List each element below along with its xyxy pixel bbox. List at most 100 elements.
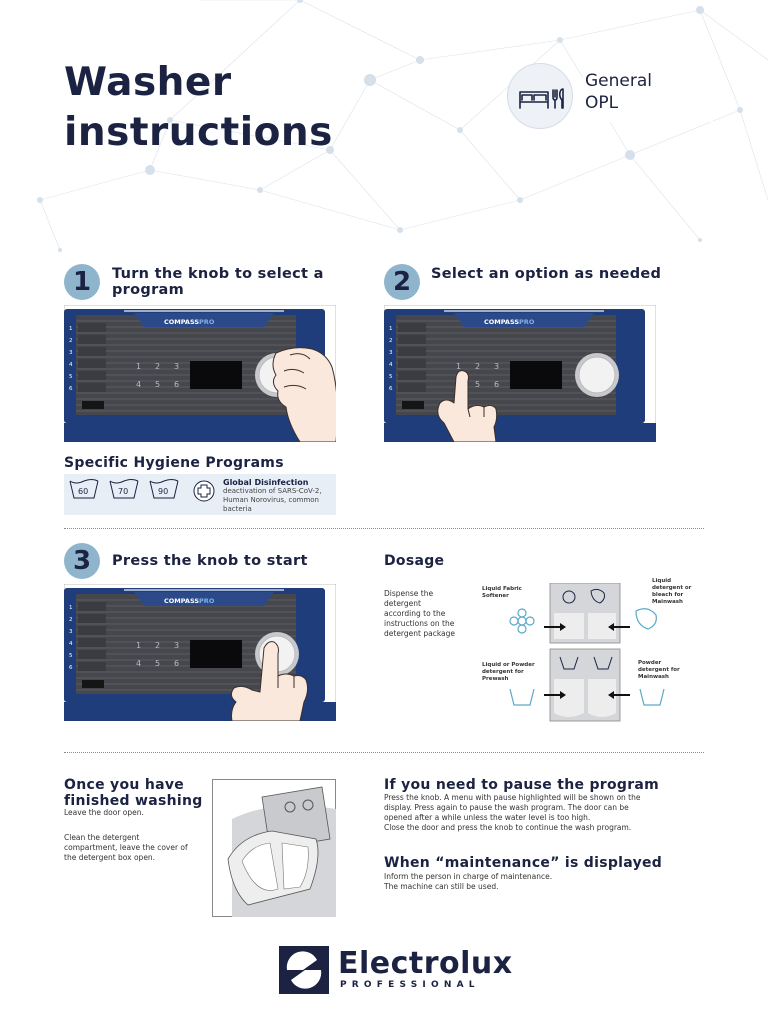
- temp-70: 70: [118, 487, 128, 496]
- step-2-machine-panel: COMPASSPRO 1 2 3 4 5 6 1 2 3 4 5 6: [383, 304, 657, 446]
- prewash-tub-blue-icon: [509, 688, 535, 706]
- panel-brand: COMPASSPRO: [164, 597, 215, 605]
- pause-line: Press the knob. A menu with pause highli…: [384, 793, 641, 802]
- panel-brand: COMPASSPRO: [484, 318, 535, 326]
- step-2-title-line1: Select an option as needed: [431, 266, 662, 282]
- panel-display: [190, 361, 242, 389]
- detergent-compartment-diagram: [509, 583, 665, 722]
- wash-tub-70-icon: [109, 479, 139, 499]
- step-1-number: 1: [64, 264, 100, 300]
- panel-key: 1: [456, 362, 461, 371]
- page-title-line1: Washer: [64, 60, 232, 105]
- label-bleach-mainwash: Liquid detergent or bleach for Mainwash: [652, 578, 692, 605]
- step-2-title: Select an option as needed: [431, 266, 691, 282]
- panel-row-label: 1: [69, 326, 73, 332]
- mainwash-tub-icon: [593, 656, 613, 670]
- bleach-bottle-icon: [590, 588, 605, 604]
- hygiene-section-title: Specific Hygiene Programs: [64, 455, 284, 471]
- mainwash-tub-blue-icon: [639, 688, 665, 706]
- maintenance-line: Inform the person in charge of maintenan…: [384, 872, 553, 881]
- pause-line: display. Press again to pause the wash p…: [384, 803, 629, 812]
- finished-text1: Leave the door open.: [64, 808, 144, 817]
- panel-key: 3: [174, 362, 179, 371]
- panel-key: 4: [136, 659, 141, 668]
- panel-key: 6: [174, 659, 179, 668]
- panel-row-label: 3: [389, 350, 393, 356]
- maintenance-text: Inform the person in charge of maintenan…: [384, 872, 684, 892]
- panel-key: 5: [155, 659, 160, 668]
- finished-title-line1: Once you have: [64, 777, 185, 793]
- temperature-symbols: 60 70 90: [69, 479, 179, 499]
- panel-key: 3: [494, 362, 499, 371]
- panel-row-label: 2: [69, 338, 73, 344]
- temp-60: 60: [78, 487, 88, 496]
- panel-key: 4: [136, 380, 141, 389]
- panel-key: 5: [155, 380, 160, 389]
- bed-and-utensils-icon: [519, 88, 564, 109]
- brand-name: Electrolux: [338, 946, 513, 981]
- dosage-title: Dosage: [384, 553, 445, 569]
- background-network-pattern: [37, 0, 768, 252]
- panel-row-label: 2: [69, 617, 73, 623]
- panel-key: 5: [475, 380, 480, 389]
- panel-row-label: 6: [69, 665, 73, 671]
- panel-row-label: 3: [69, 350, 73, 356]
- panel-key: 2: [475, 362, 480, 371]
- panel-row-label: 5: [69, 653, 73, 659]
- panel-brand: COMPASSPRO: [164, 318, 215, 326]
- panel-row-label: 4: [389, 362, 393, 368]
- section-divider: [64, 752, 704, 753]
- panel-key: 2: [155, 362, 160, 371]
- finished-title: Once you have finished washing: [64, 777, 204, 809]
- panel-key: 3: [174, 641, 179, 650]
- panel-row-label: 5: [69, 374, 73, 380]
- panel-row-label: 6: [69, 386, 73, 392]
- label-prewash: Liquid or Powder detergent for Prewash: [482, 662, 535, 682]
- pause-line: opened after a while unless the water le…: [384, 813, 591, 822]
- panel-key: 6: [174, 380, 179, 389]
- badge-line2: OPL: [585, 93, 619, 113]
- fabric-softener-icon: [509, 608, 535, 634]
- flower-softener-icon: [562, 590, 576, 604]
- panel-row-label: 5: [389, 374, 393, 380]
- brand-subtitle: PROFESSIONAL: [340, 980, 480, 990]
- panel-row-label: 4: [69, 641, 73, 647]
- electrolux-logo-icon: [279, 946, 329, 994]
- panel-key: 6: [494, 380, 499, 389]
- panel-key: 1: [136, 362, 141, 371]
- program-knob[interactable]: [575, 353, 619, 397]
- step-3-title-line1: Press the knob to start: [112, 553, 308, 569]
- panel-row-label: 2: [389, 338, 393, 344]
- pause-line: Close the door and press the knob to con…: [384, 823, 632, 832]
- wash-tub-90-icon: [149, 479, 179, 499]
- dosage-description: Dispense the detergent according to the …: [384, 589, 455, 638]
- step-2-number: 2: [384, 264, 420, 300]
- label-fabric-softener: Liquid Fabric Softener: [482, 586, 522, 599]
- step-1-title: Turn the knob to select a program: [112, 266, 342, 298]
- panel-row-label: 3: [69, 629, 73, 635]
- maintenance-title: When “maintenance” is displayed: [384, 855, 663, 871]
- disinfection-title: Global Disinfection: [223, 478, 309, 487]
- pause-title: If you need to pause the program: [384, 777, 660, 793]
- hand-pressing-knob-icon: [230, 641, 309, 721]
- finished-text2: Clean the detergent compartment, leave t…: [64, 833, 188, 862]
- panel-row-label: 1: [69, 605, 73, 611]
- panel-display: [510, 361, 562, 389]
- category-badge-label: General OPL: [583, 70, 713, 122]
- panel-row-label: 4: [69, 362, 73, 368]
- page-title: Washer instructions: [64, 58, 333, 158]
- liquid-bleach-icon: [635, 608, 657, 630]
- prewash-tub-icon: [559, 656, 579, 670]
- panel-display: [190, 640, 242, 668]
- category-badge-circle: [507, 63, 573, 129]
- section-divider: [64, 528, 704, 529]
- panel-key: 2: [155, 641, 160, 650]
- maintenance-line: The machine can still be used.: [384, 882, 499, 891]
- global-disinfection-icon: [193, 480, 215, 502]
- step-3-title: Press the knob to start: [112, 553, 332, 569]
- temp-90: 90: [158, 487, 168, 496]
- panel-row-label: 1: [389, 326, 393, 332]
- hand-selecting-option-icon: [437, 370, 498, 442]
- panel-key: 1: [136, 641, 141, 650]
- page-title-line2: instructions: [64, 110, 333, 155]
